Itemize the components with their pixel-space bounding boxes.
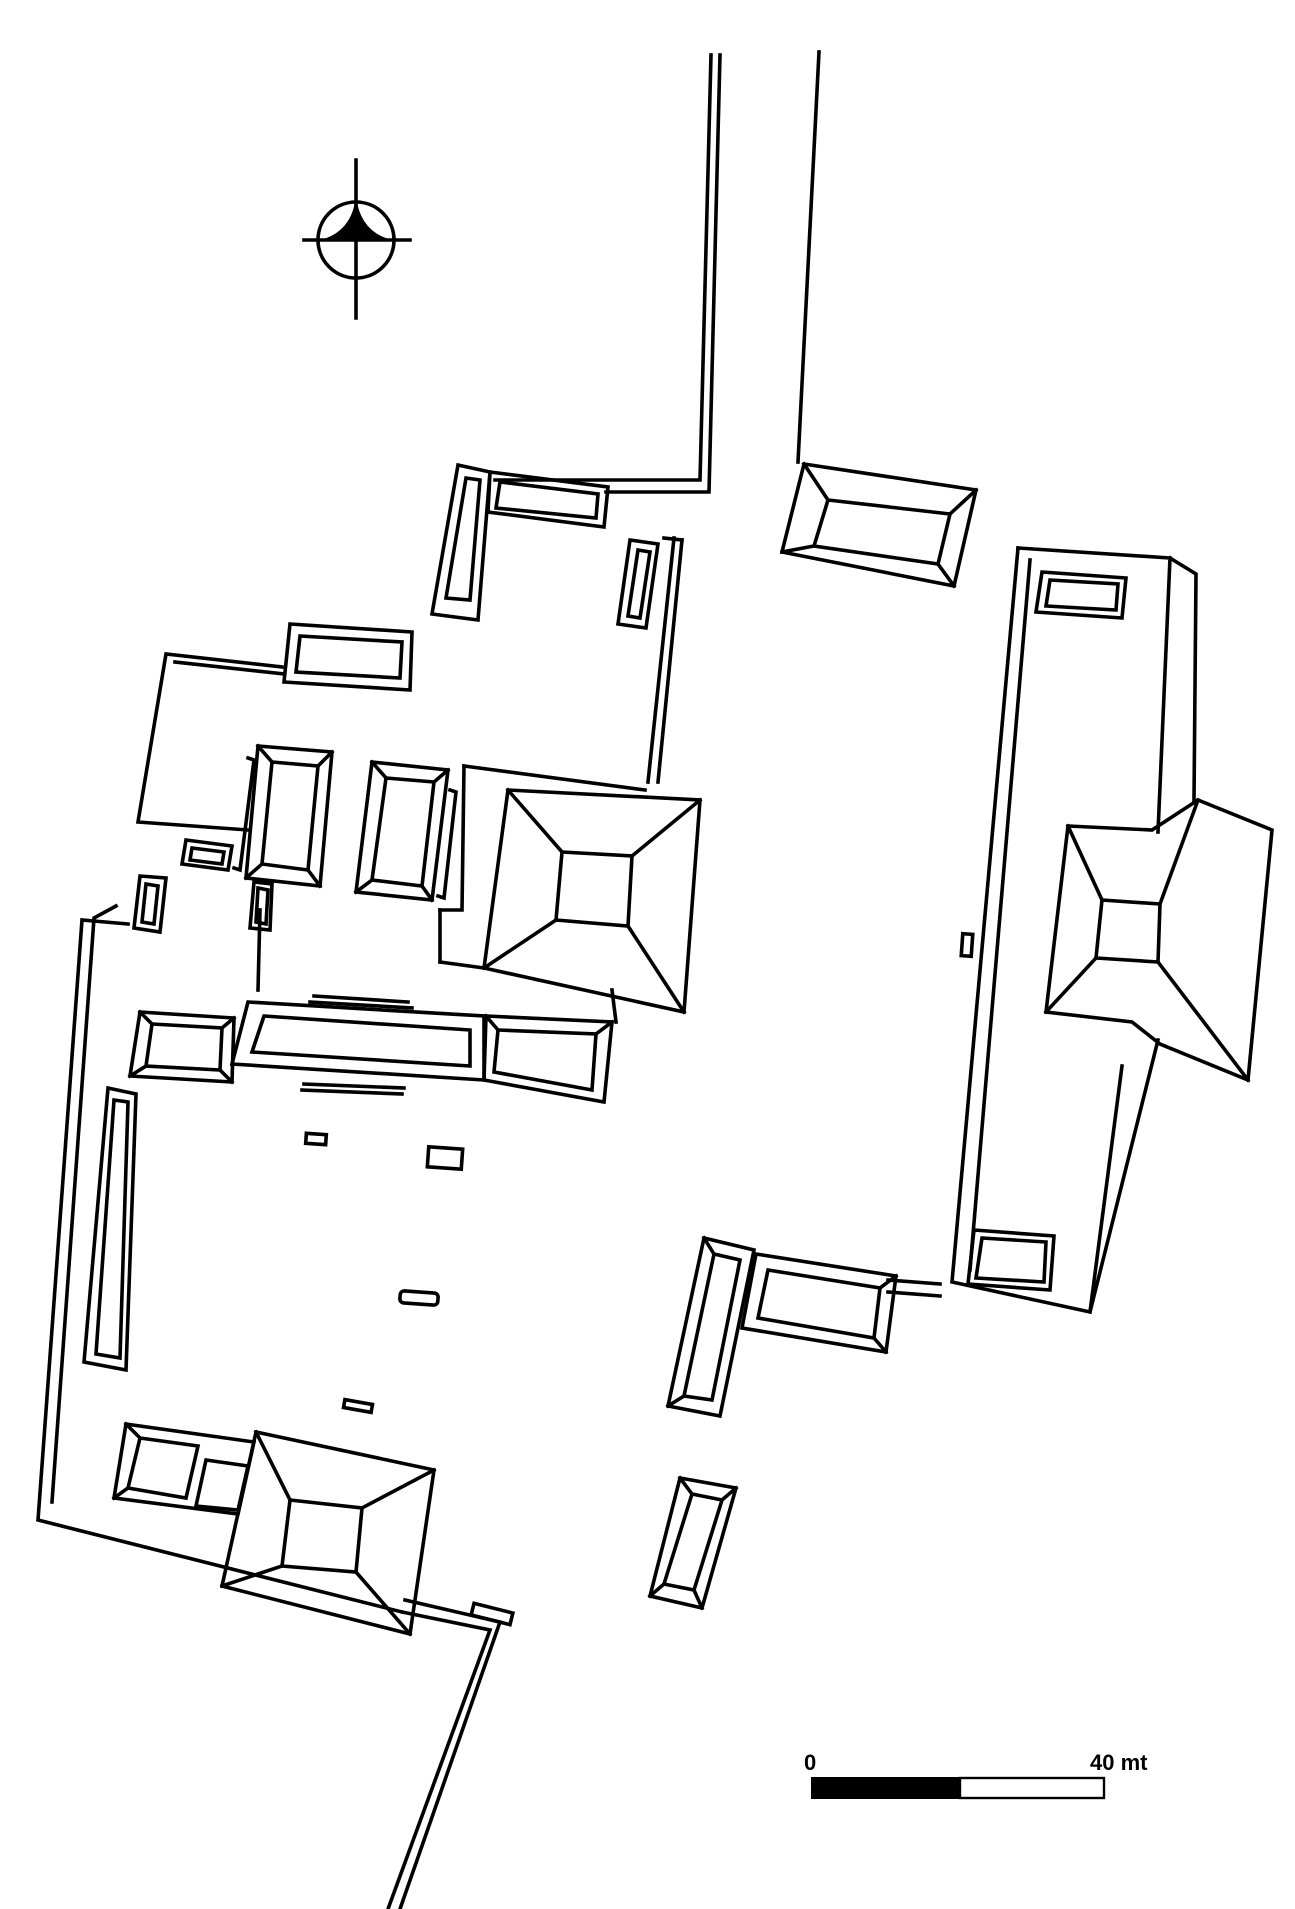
building-central-range	[127, 987, 619, 1105]
scale-bar-white-segment	[958, 1776, 1106, 1800]
scale-bar	[811, 1776, 1106, 1800]
building-small-vertical-a	[132, 874, 168, 935]
building-top-left	[429, 462, 610, 623]
building-court-a	[231, 743, 335, 889]
building-east-range	[966, 555, 1274, 1315]
left-enclosure-walls	[36, 652, 405, 1615]
building-small-square	[179, 837, 235, 873]
scale-start-label: 0	[804, 1750, 817, 1775]
scale-bar-black-segment	[811, 1777, 961, 1799]
building-court-b	[353, 759, 458, 903]
building-top-right	[779, 461, 979, 589]
building-left-horizontal	[282, 622, 414, 692]
causeway-walls	[493, 50, 821, 784]
lower-causeway-walls	[386, 1597, 503, 1909]
right-enclosure-walls	[886, 546, 1172, 1315]
building-lower-left-complex	[111, 1421, 437, 1637]
plaza-features	[303, 931, 975, 1627]
building-lower-right-small	[647, 1475, 739, 1611]
central-pyramid	[437, 763, 703, 1015]
scale-end-label: 40 mt	[1090, 1750, 1148, 1775]
north-arrow-icon	[302, 158, 412, 320]
building-narrow	[615, 537, 661, 631]
building-small-vertical-b	[248, 880, 274, 932]
building-long-left	[82, 1085, 138, 1373]
building-lower-right	[665, 1235, 899, 1419]
